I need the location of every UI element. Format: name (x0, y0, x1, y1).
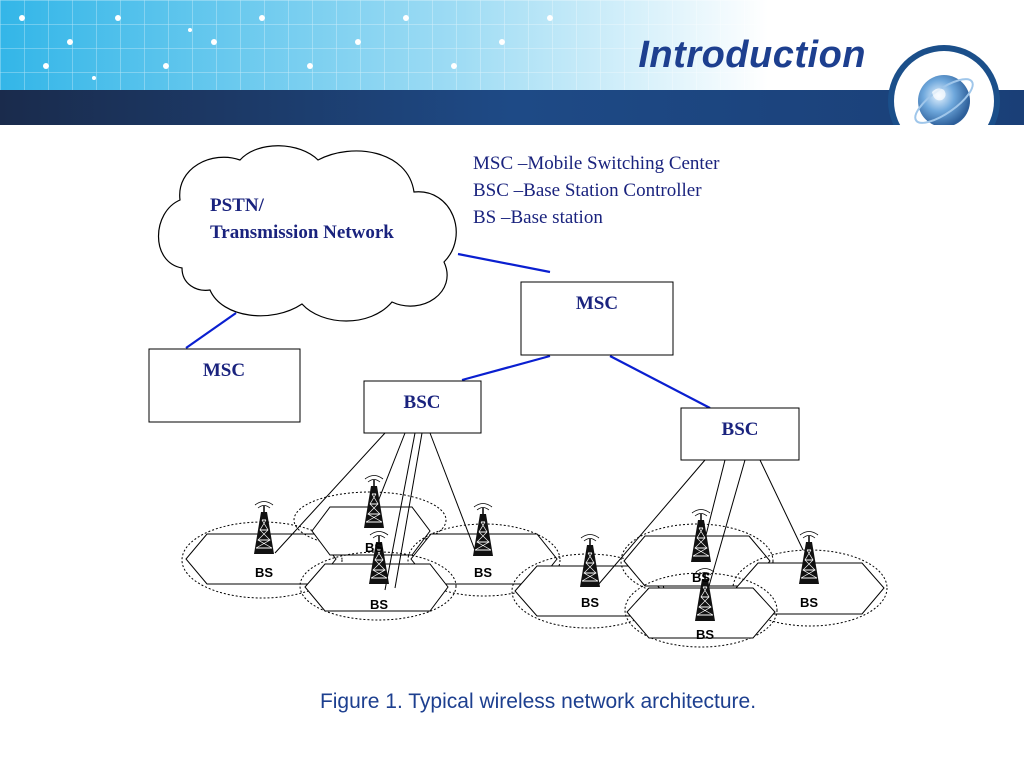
tower-icon (472, 502, 494, 557)
legend: MSC –Mobile Switching Center BSC –Base S… (473, 153, 720, 228)
bs-label-2: BS (365, 540, 383, 555)
legend-bs: BS –Base station (473, 207, 603, 228)
link-cloud-msc-left (185, 312, 237, 349)
bs-label-6: BS (692, 570, 710, 585)
bsc-left-box (363, 380, 482, 434)
tower-icon (798, 530, 820, 585)
slide-title: Introduction (638, 34, 866, 76)
legend-bsc: BSC –Base Station Controller (473, 180, 702, 201)
tower-icon (363, 474, 385, 529)
bsc-right-label: BSC (722, 419, 759, 440)
core-links (185, 252, 711, 409)
cells (181, 491, 888, 648)
msc-right-label: MSC (576, 293, 618, 314)
pstn-cloud (158, 145, 457, 322)
link-msc-bsc-right (609, 355, 711, 409)
bs-label-1: BS (255, 565, 273, 580)
cloud-label-line2: Transmission Network (210, 222, 394, 243)
figure-caption: Figure 1. Typical wireless network archi… (319, 690, 757, 713)
link-msc-bsc-left (461, 354, 551, 382)
bs-label-4: BS (474, 565, 492, 580)
cloud-label-line1: PSTN/ (210, 195, 265, 216)
legend-msc: MSC –Mobile Switching Center (473, 153, 720, 174)
bs-label-3: BS (370, 597, 388, 612)
link-cloud-msc-right (457, 252, 551, 274)
msc-right-box (520, 281, 674, 356)
bs-label-7: BS (696, 627, 714, 642)
bs-label-5: BS (581, 595, 599, 610)
globe-icon (888, 45, 1000, 125)
tower-icon (253, 500, 275, 555)
bsc-left-label: BSC (404, 392, 441, 413)
slide-header (0, 0, 1024, 125)
msc-left-label: MSC (203, 360, 245, 381)
tower-icon (579, 533, 601, 588)
bs-label-8: BS (800, 595, 818, 610)
bsc-right-box (680, 407, 800, 461)
msc-left-box (148, 348, 301, 423)
